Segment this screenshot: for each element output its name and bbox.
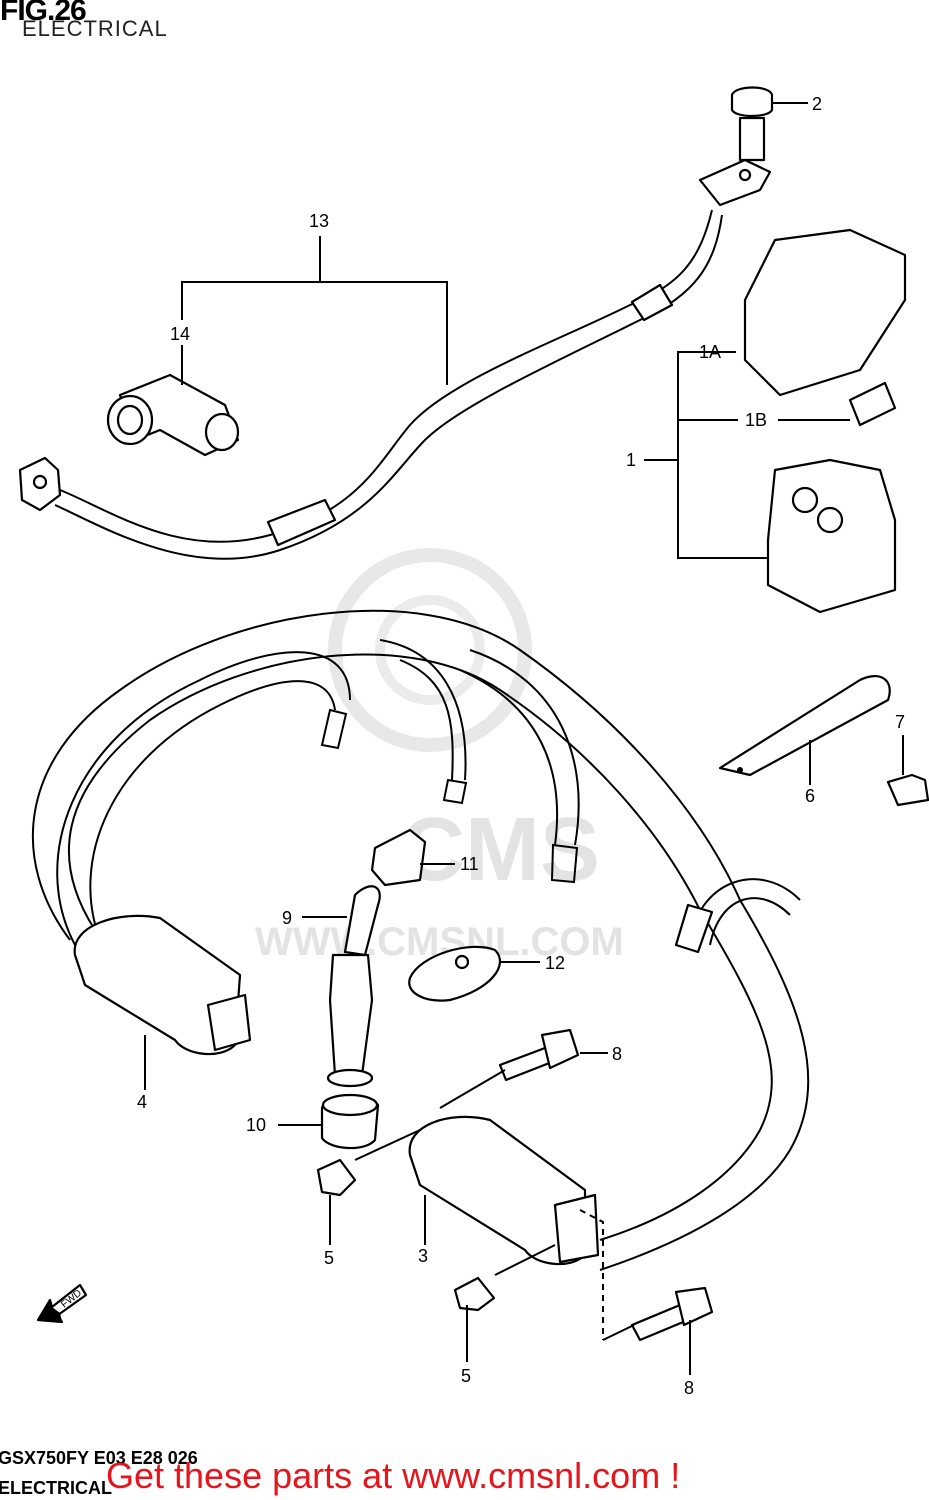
terminal-bolt [730, 86, 774, 162]
section-name: ELECTRICAL [0, 1478, 112, 1498]
callout-8-upper: 8 [612, 1044, 622, 1064]
spacer-a [316, 1158, 357, 1197]
ignition-coil-right [408, 1115, 600, 1266]
ignition-coil-left [73, 914, 252, 1056]
cap-adapter [370, 828, 427, 887]
callout-1: 1 [626, 450, 636, 470]
callout-3: 3 [418, 1246, 428, 1266]
callout-6: 6 [805, 786, 815, 806]
callout-labels: 2 13 14 1A 1B 1 7 6 11 9 12 8 4 10 5 3 5… [137, 94, 905, 1398]
callout-9: 9 [282, 908, 292, 928]
cable-boot [106, 373, 240, 457]
starter-relay [743, 228, 907, 614]
callout-10: 10 [246, 1115, 266, 1135]
mounting-bolt-b [630, 1286, 714, 1342]
spark-plug-cap [326, 885, 381, 1088]
callout-8-lower: 8 [684, 1378, 694, 1398]
callout-5-left: 5 [324, 1248, 334, 1268]
leader-lines [144, 102, 904, 1375]
callout-7: 7 [895, 712, 905, 732]
callout-2: 2 [812, 94, 822, 114]
callout-14: 14 [170, 324, 190, 344]
callout-4: 4 [137, 1092, 147, 1112]
figure-subtitle: ELECTRICAL [22, 16, 168, 41]
model-code: GSX750FY E03 E28 026 [0, 1448, 198, 1468]
gasket-plate [408, 945, 502, 1002]
forward-arrow-icon: FWD [36, 1283, 88, 1324]
callout-5-right: 5 [461, 1366, 471, 1386]
watermark-brand: CMS [400, 800, 600, 900]
callout-1a: 1A [699, 342, 721, 362]
promo-link[interactable]: Get these parts at www.cmsnl.com ! [106, 1455, 681, 1496]
callout-11: 11 [460, 854, 479, 874]
callout-1b: 1B [745, 410, 767, 430]
mounting-bolt-a [498, 1028, 580, 1082]
seal-ring [320, 1093, 380, 1150]
callout-12: 12 [545, 953, 565, 973]
callout-13: 13 [309, 211, 329, 231]
starter-cable [18, 158, 772, 560]
cable-bracket [718, 674, 891, 777]
ignition-leads [31, 609, 810, 1271]
clamp [886, 773, 929, 807]
figure-number: FIG.26 [0, 0, 87, 27]
spacer-b [453, 1276, 496, 1312]
